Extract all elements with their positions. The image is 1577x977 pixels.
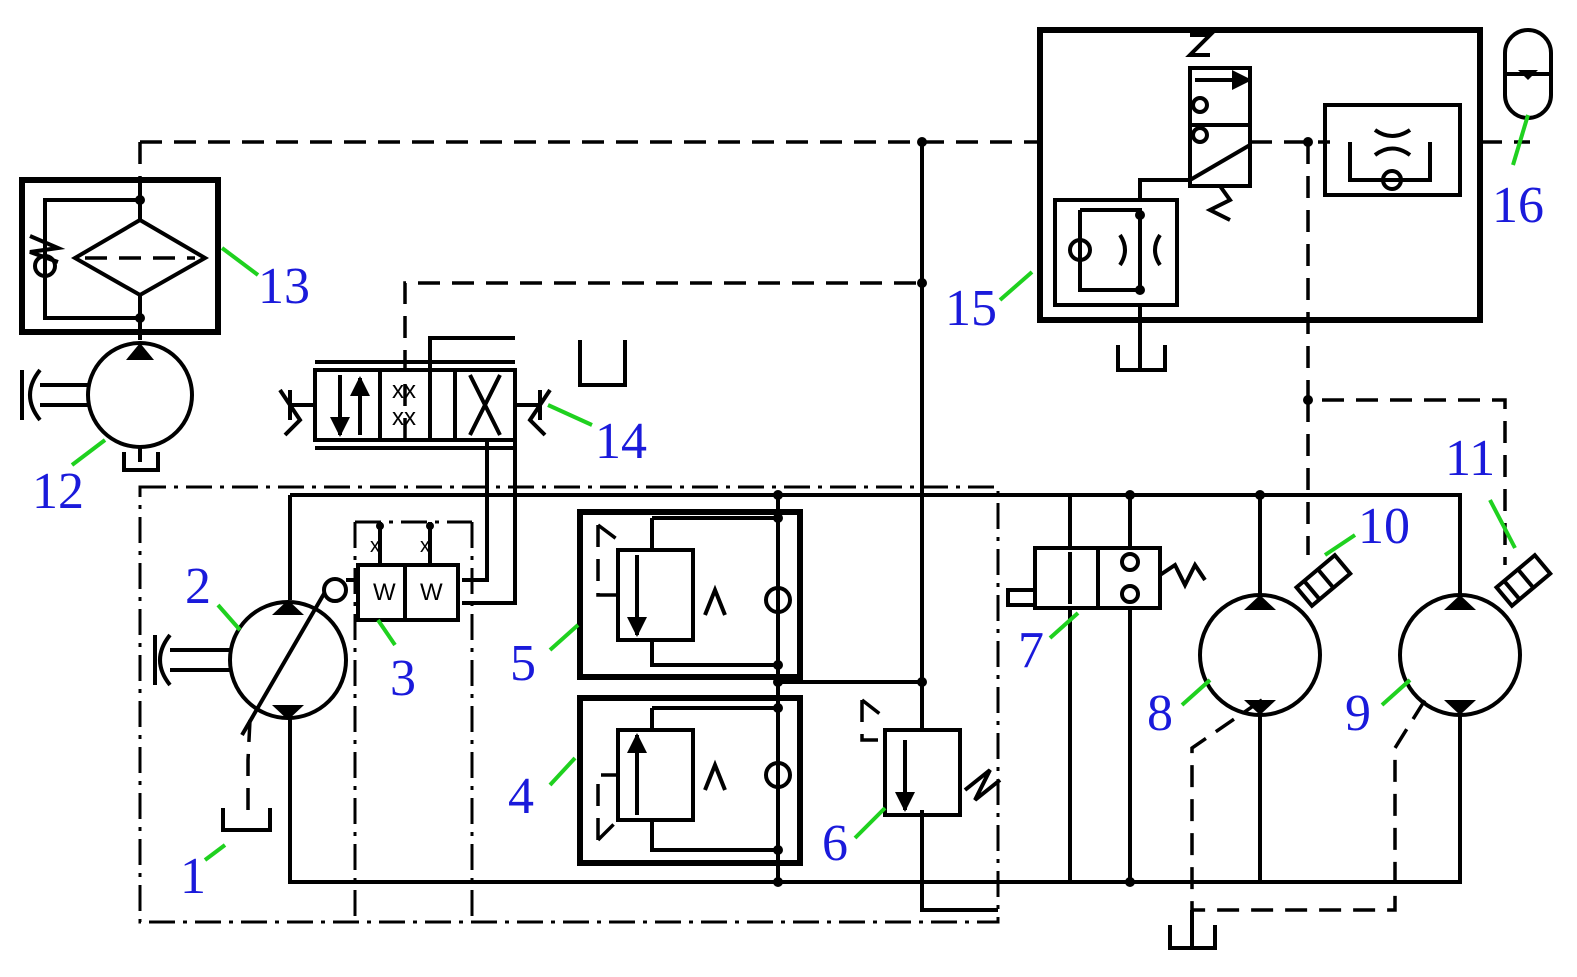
svg-text:xx: xx: [392, 404, 416, 431]
label-1: 1: [180, 848, 206, 905]
label-11: 11: [1445, 430, 1495, 487]
pump-12: [20, 341, 194, 472]
leader-lines: [70, 114, 1530, 862]
label-5: 5: [510, 635, 536, 692]
label-4: 4: [508, 768, 534, 825]
component-labels: 1 2 3 4 5 6 7 8 9 10 11 12 13 14 15 16: [32, 177, 1544, 905]
check-block-3: W W x x: [346, 522, 460, 622]
label-3: 3: [390, 650, 416, 707]
label-9: 9: [1345, 685, 1371, 742]
svg-text:x: x: [420, 535, 430, 557]
label-2: 2: [185, 558, 211, 615]
dashdot-boundary: [138, 485, 1000, 924]
label-12: 12: [32, 463, 84, 520]
accumulator-16: [1503, 28, 1553, 120]
directional-valve-14: xx xx: [278, 340, 627, 450]
svg-text:xx: xx: [392, 377, 416, 404]
solenoid-valve-7: [1006, 546, 1207, 610]
filter-13: [19, 177, 221, 340]
svg-text:W: W: [373, 579, 396, 606]
svg-text:W: W: [420, 579, 443, 606]
variable-pump-2: [153, 577, 348, 832]
label-16: 16: [1492, 177, 1544, 234]
relief-valve-4: [577, 695, 803, 866]
label-7: 7: [1018, 622, 1044, 679]
label-15: 15: [945, 280, 997, 337]
pressure-valve-6: [860, 698, 1002, 817]
label-10: 10: [1358, 498, 1410, 555]
label-13: 13: [258, 258, 310, 315]
label-8: 8: [1147, 685, 1173, 742]
motor-8: [1198, 552, 1354, 717]
relief-valve-5: [577, 509, 803, 680]
label-6: 6: [822, 815, 848, 872]
motor-9: [1398, 552, 1554, 717]
main-lines: [288, 142, 1462, 912]
control-block-15: [1037, 27, 1483, 372]
pilot-lines: [138, 140, 1530, 912]
label-14: 14: [595, 413, 647, 470]
svg-text:x: x: [370, 535, 380, 557]
